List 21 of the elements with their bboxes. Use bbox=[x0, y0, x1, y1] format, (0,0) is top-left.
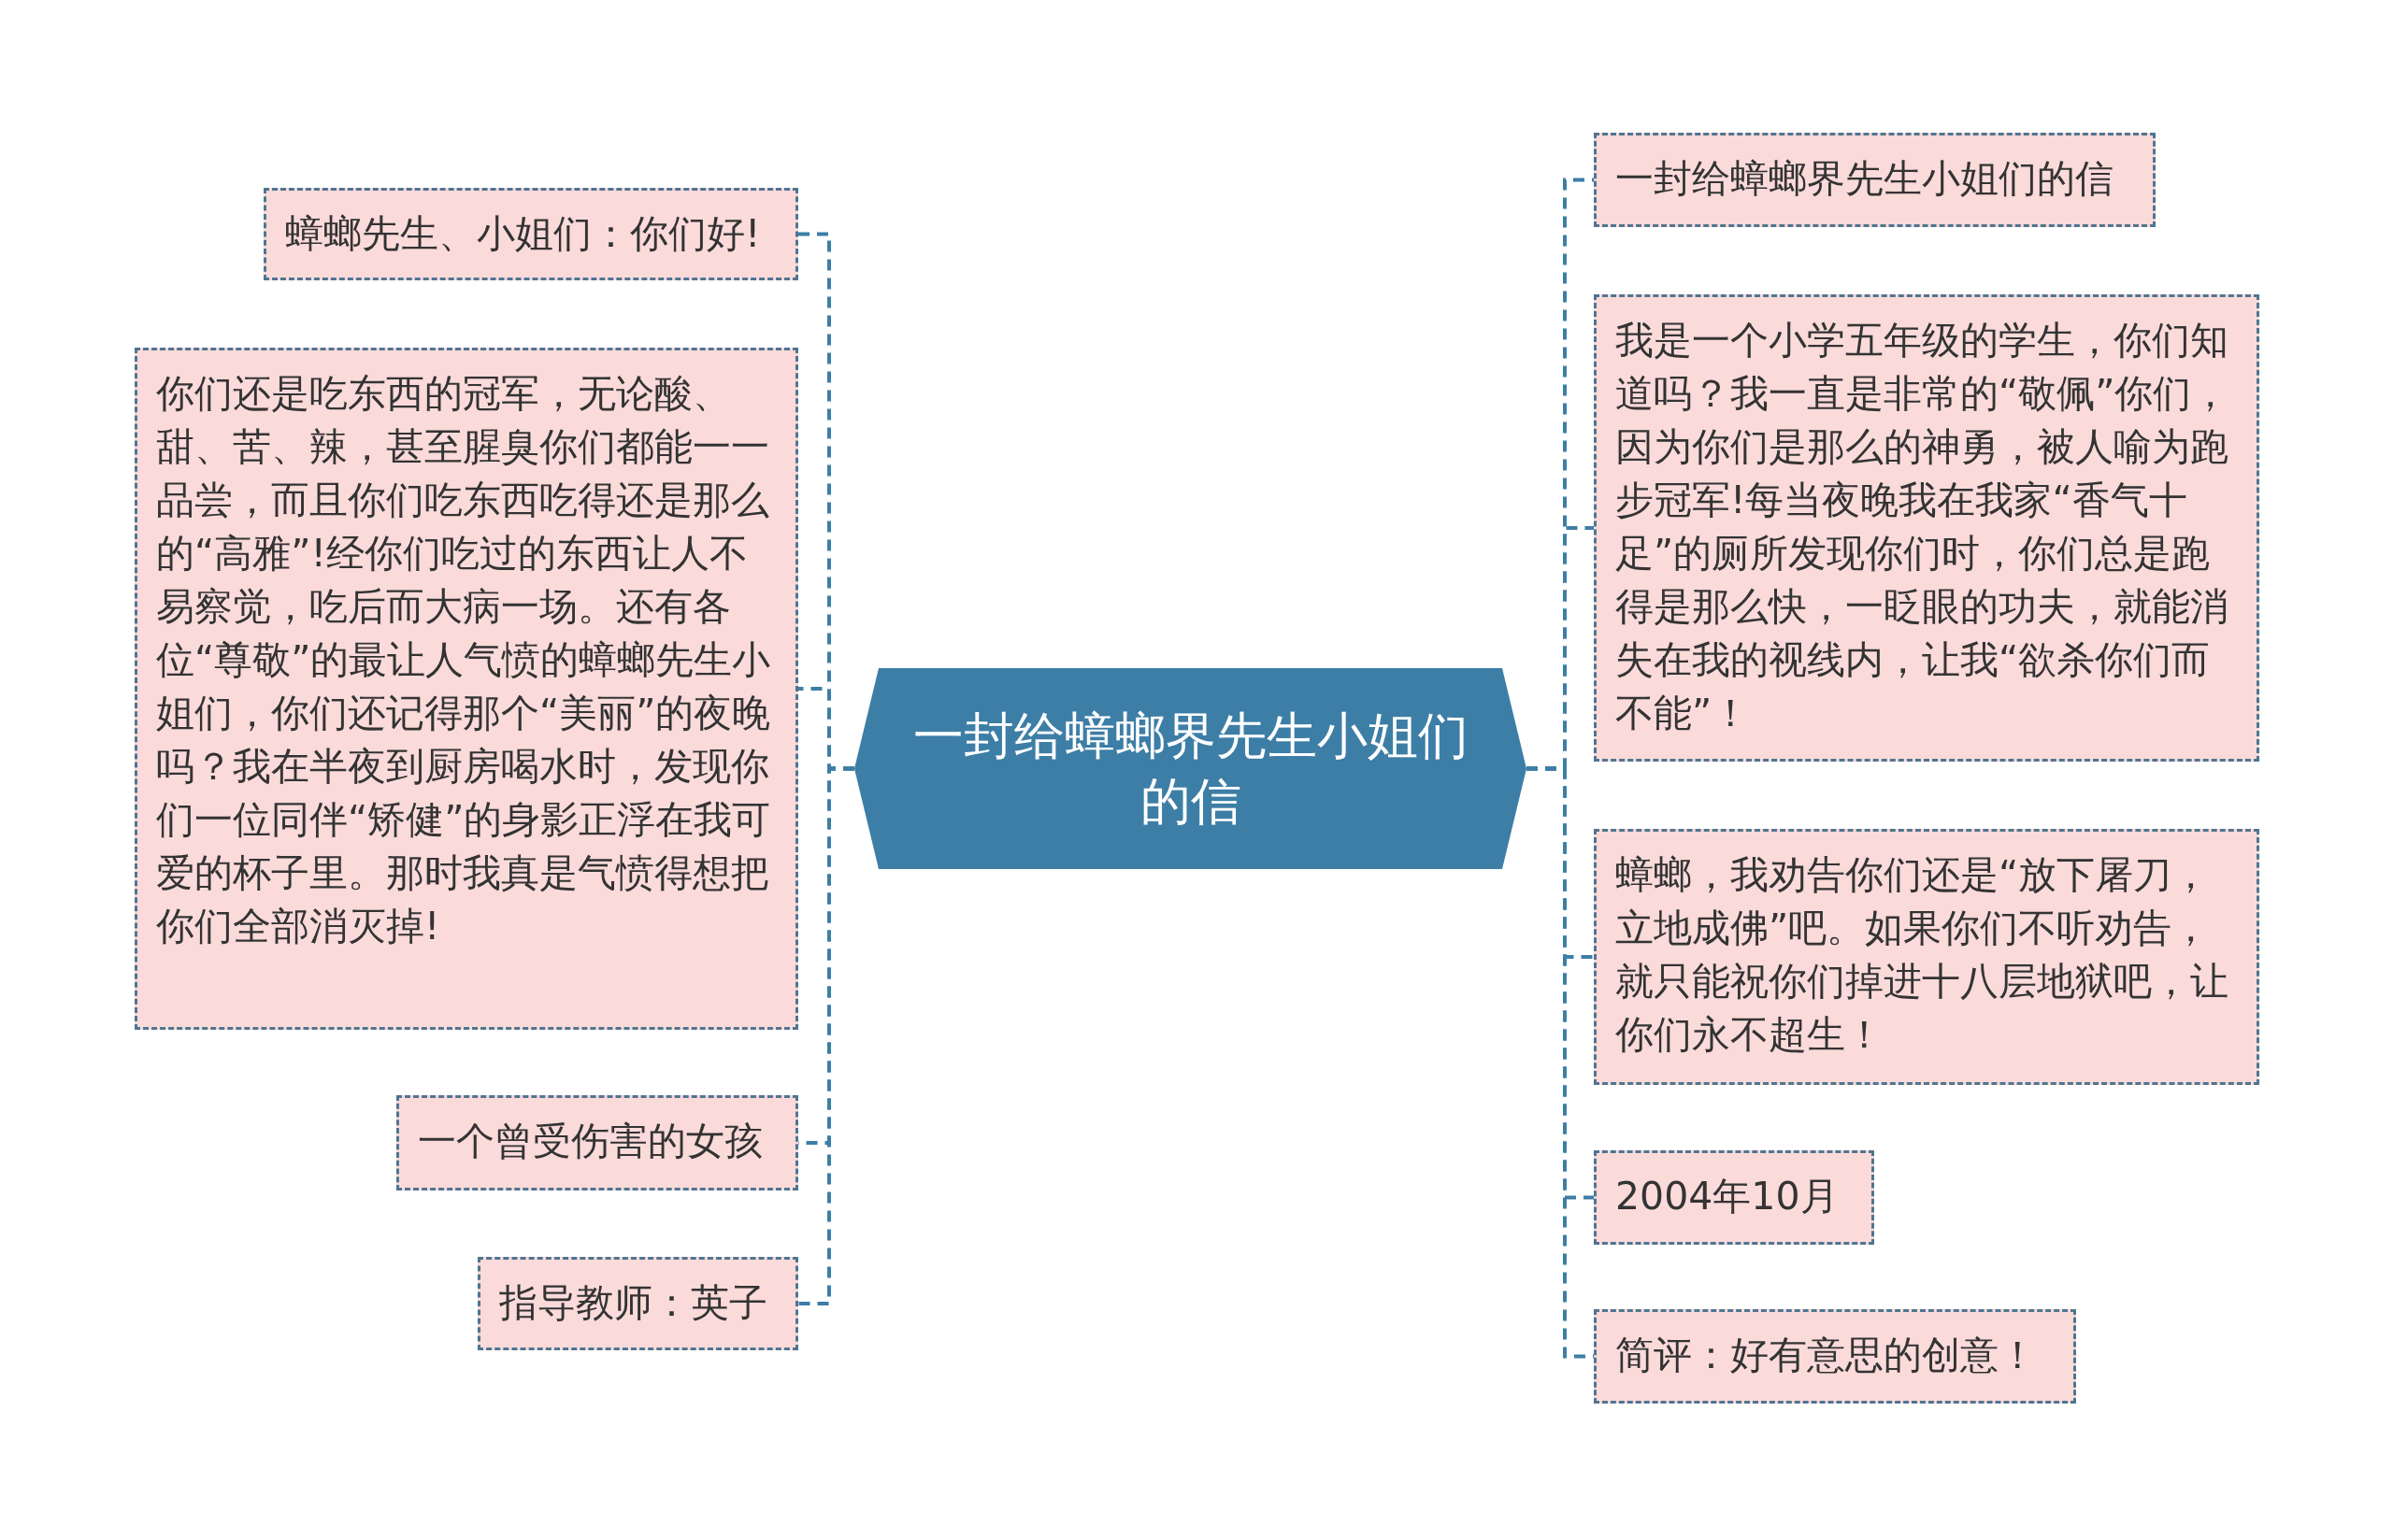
topic-text: 你们还是吃东西的冠军，无论酸、甜、苦、辣，甚至腥臭你们都能一一品尝，而且你们吃东西吃得还是那么的“高雅”!经你们吃过的东西让人不易察觉，吃后而大病一场。还有各位“尊敬”的最让人气愤的蟑螂先生小姐们，你们还记得那个“美丽”的夜晚吗？我在半夜到厨房喝水时，发现你们一位同伴“矫健”的身影正浮在我可爱的杯子里。那时我真是气愤得想把你们全部消灭掉! bbox=[156, 370, 772, 950]
topic-text: 我是一个小学五年级的学生，你们知道吗？我一直是非常的“敬佩”你们，因为你们是那么的神勇，被人喻为跑步冠军!每当夜晚我在我家“香气十足”的厕所发现你们时，你们总是跑得是那么快，一眨眼的功夫，就能消失在我的视线内，让我“欲杀你们而不能”！ bbox=[1615, 317, 2231, 737]
connector bbox=[798, 766, 854, 1305]
topic-box bbox=[854, 668, 1526, 869]
topic-box bbox=[1594, 1309, 2076, 1404]
topic-box bbox=[478, 1257, 798, 1350]
topic-box bbox=[1594, 133, 2156, 227]
topic-box bbox=[1594, 1150, 1874, 1245]
topic-box bbox=[1594, 294, 2259, 762]
topic-box bbox=[396, 1095, 798, 1191]
topic-text: 2004年10月 bbox=[1615, 1173, 1840, 1220]
topic-text: 简评：好有意思的创意！ bbox=[1615, 1332, 2038, 1379]
topic-text: 蟑螂，我劝告你们还是“放下屠刀，立地成佛”吧。如果你们不听劝告，就只能祝你们掉进十八层地狱吧，让你们永不超生！ bbox=[1615, 851, 2229, 1059]
topic-text: 蟑螂先生、小姐们：你们好! bbox=[285, 210, 762, 258]
topic-box bbox=[264, 188, 798, 280]
topic-text: 指导教师：英子 bbox=[499, 1279, 768, 1327]
topic-box bbox=[1594, 829, 2259, 1085]
topic-text: 一封给蟑螂界先生小姐们的信 bbox=[911, 705, 1469, 833]
topic-box bbox=[135, 348, 798, 1030]
topic-text: 一封给蟑螂界先生小姐们的信 bbox=[1615, 155, 2114, 203]
topic-text: 一个曾受伤害的女孩 bbox=[418, 1118, 764, 1165]
